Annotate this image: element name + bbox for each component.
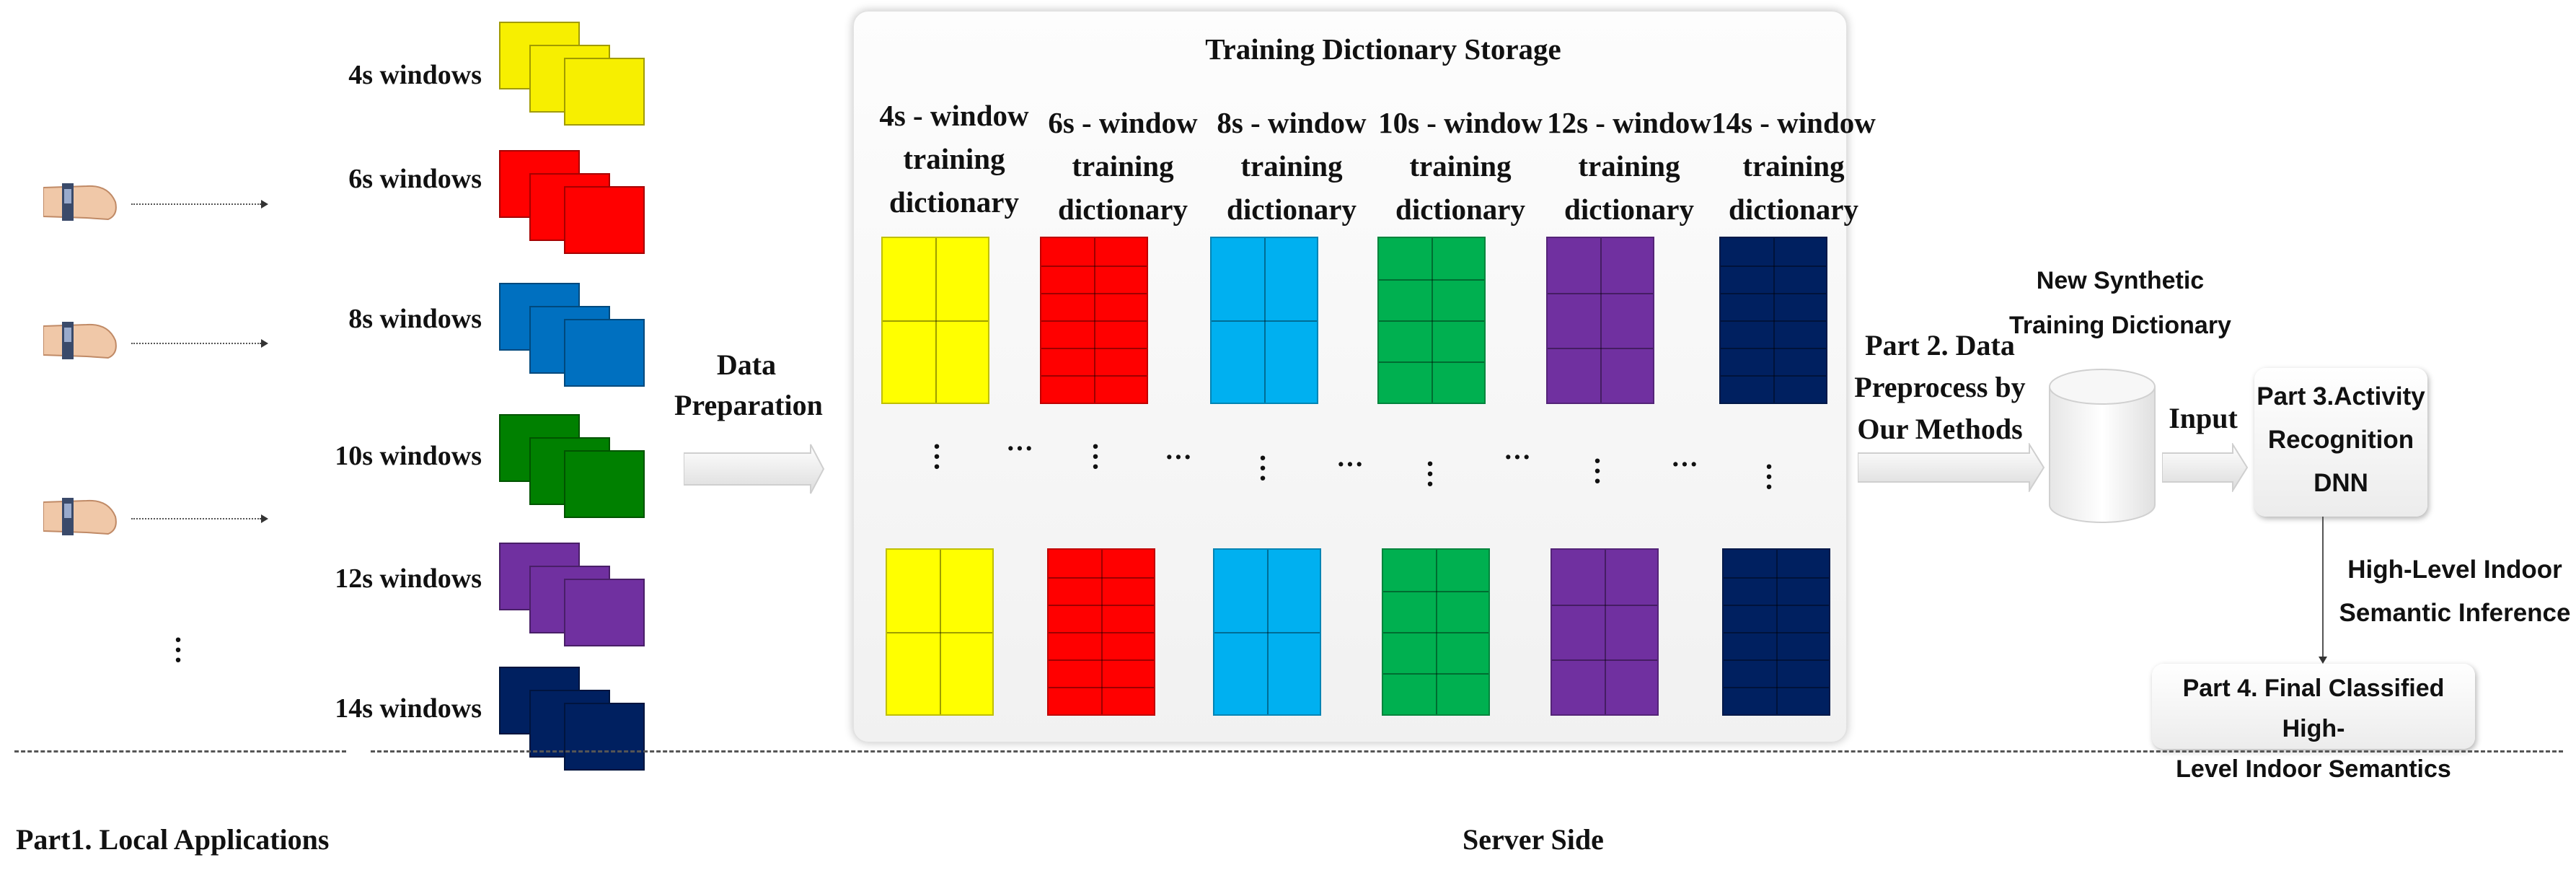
- header-line: training: [1409, 149, 1512, 183]
- header-line: 12s - window: [1547, 106, 1711, 139]
- window-stack-4: [499, 414, 645, 544]
- part3-box: [2254, 368, 2427, 517]
- footer-local-applications: Part1. Local Applications: [16, 823, 330, 856]
- window-square: [564, 450, 645, 518]
- window-label-4: 10s windows: [335, 441, 482, 471]
- header-line: training: [1240, 149, 1343, 183]
- dictionary-block-top-1: [881, 237, 989, 404]
- dictionary-column-header-5: 12s - window training dictionary: [1539, 101, 1719, 231]
- window-square: [564, 703, 645, 771]
- header-line: 10s - window: [1378, 106, 1543, 139]
- input-label: Input: [2169, 402, 2238, 434]
- data-preparation-label: Data Preparation: [674, 348, 823, 421]
- ellipsis-col-3: ···: [1258, 442, 1268, 494]
- dictionary-block-top-3: [1210, 237, 1318, 404]
- new-dictionary-label: New Synthetic Training Dictionary: [2009, 267, 2231, 339]
- ellipsis-col-5: ···: [1592, 444, 1602, 497]
- part2-label: Part 2. Data Preprocess by Our Methods: [1854, 329, 2026, 445]
- device-row-1: [43, 173, 123, 234]
- part4-box: [2152, 664, 2475, 749]
- device-row-2: [43, 312, 123, 373]
- dictionary-column-header-2: 6s - window training dictionary: [1033, 101, 1213, 231]
- high-level-inference-label: High-Level Indoor Semantic Inference: [2339, 556, 2571, 627]
- storage-title: Training Dictionary Storage: [1205, 32, 1561, 66]
- header-line: dictionary: [1564, 193, 1694, 226]
- header-line: 14s - window: [1711, 106, 1876, 139]
- header-line: training: [1072, 149, 1174, 183]
- dictionary-block-top-2: [1040, 237, 1148, 404]
- ellipsis-gap-5: ···: [1670, 449, 1699, 480]
- window-label-3: 8s windows: [348, 304, 482, 334]
- header-line: dictionary: [1395, 193, 1525, 226]
- header-line: dictionary: [1227, 193, 1357, 226]
- ellipsis-col-6: ···: [1764, 450, 1774, 503]
- dictionary-block-top-6: [1719, 237, 1827, 404]
- dictionary-column-header-6: 14s - window training dictionary: [1703, 101, 1884, 231]
- header-line: dictionary: [1058, 193, 1188, 226]
- window-label-1: 4s windows: [348, 60, 482, 90]
- dictionary-block-top-4: [1377, 237, 1486, 404]
- ellipsis-col-4: ···: [1425, 447, 1435, 500]
- dictionary-block-bottom-3: [1213, 548, 1321, 716]
- dictionary-column-header-3: 8s - window training dictionary: [1201, 101, 1382, 231]
- window-stack-2: [499, 150, 645, 280]
- training-dictionary-storage: [852, 10, 1848, 743]
- dictionary-column-header-1: 4s - window training dictionary: [864, 94, 1044, 224]
- part3-label: Part 3.Activity Recognition DNN: [2257, 382, 2425, 497]
- wrist-device-icon: [43, 498, 117, 535]
- ellipsis-gap-1: ···: [1005, 434, 1034, 464]
- window-square: [564, 186, 645, 254]
- window-label-2: 6s windows: [348, 164, 482, 194]
- footer-separator-left: [14, 750, 346, 753]
- part2-arrow: [1858, 443, 2045, 492]
- ellipsis-gap-4: ···: [1503, 442, 1532, 473]
- footer-separator-right: [371, 750, 2563, 753]
- header-line: dictionary: [889, 185, 1019, 219]
- part4-label: Part 4. Final Classified High- Level Ind…: [2176, 675, 2451, 783]
- part3-to-part4-line: [2322, 517, 2324, 658]
- ellipsis-gap-3: ···: [1336, 449, 1364, 480]
- dictionary-block-top-5: [1546, 237, 1654, 404]
- ellipsis-gap-2: ···: [1164, 442, 1193, 473]
- dictionary-block-bottom-1: [886, 548, 994, 716]
- header-line: training: [1578, 149, 1680, 183]
- dictionary-block-bottom-6: [1722, 548, 1830, 716]
- header-line: 4s - window: [879, 99, 1029, 132]
- data-preparation-arrow: [684, 444, 825, 494]
- window-stack-5: [499, 543, 645, 672]
- footer-server-side: Server Side: [1463, 823, 1604, 856]
- window-label-6: 14s windows: [335, 693, 482, 724]
- header-line: 8s - window: [1217, 106, 1367, 139]
- more-devices-dots: ···: [173, 623, 183, 676]
- dictionary-column-header-4: 10s - window training dictionary: [1370, 101, 1551, 231]
- window-stack-6: [499, 667, 645, 797]
- window-stack-1: [499, 22, 645, 152]
- dictionary-block-bottom-5: [1551, 548, 1659, 716]
- ellipsis-col-2: ···: [1090, 430, 1100, 483]
- header-line: training: [1742, 149, 1845, 183]
- dictionary-block-bottom-2: [1047, 548, 1155, 716]
- window-square: [564, 319, 645, 387]
- wrist-device-icon: [43, 322, 117, 359]
- wrist-device-icon: [43, 183, 117, 221]
- database-cylinder-icon: [2049, 369, 2156, 523]
- dictionary-block-bottom-4: [1382, 548, 1490, 716]
- header-line: training: [903, 142, 1005, 175]
- window-square: [564, 579, 645, 646]
- input-arrow: [2162, 443, 2249, 492]
- header-line: 6s - window: [1048, 106, 1198, 139]
- ellipsis-col-1: ···: [932, 430, 942, 483]
- header-line: dictionary: [1729, 193, 1858, 226]
- window-stack-3: [499, 283, 645, 413]
- device-row-3: [43, 488, 123, 549]
- window-label-5: 12s windows: [335, 563, 482, 594]
- window-square: [564, 58, 645, 126]
